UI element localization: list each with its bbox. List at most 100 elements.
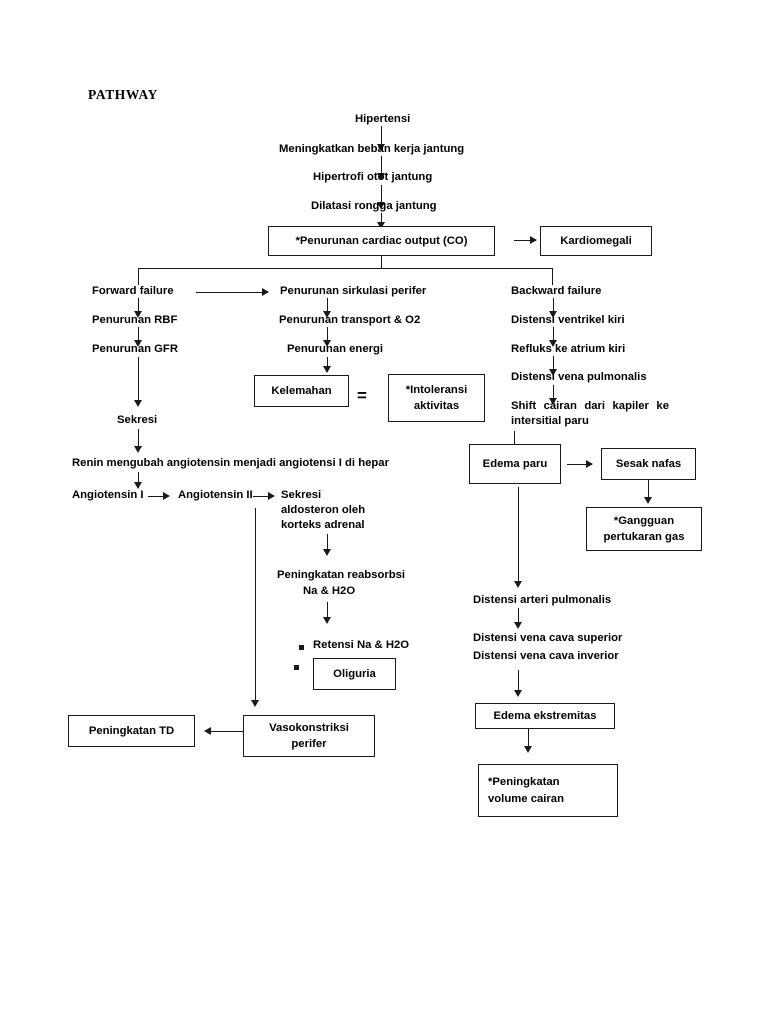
node-penurunan-sirkulasi-perifer: Penurunan sirkulasi perifer [280, 285, 427, 297]
node-penurunan-cardiac-output: *Penurunan cardiac output (CO) [268, 226, 495, 256]
connector-refluks-to-vena-pulmonalis [553, 356, 554, 373]
node-edema-ekstremitas: Edema ekstremitas [475, 703, 615, 729]
node-intoleransi-label: *Intoleransi aktivitas [405, 384, 468, 412]
connector-angiotensin2-to-sekresi-aldosteron [253, 496, 273, 497]
arrowhead-down [134, 446, 142, 453]
node-distensi-ventrikel-kiri: Distensi ventrikel kiri [511, 314, 625, 326]
node-penurunan-energi: Penurunan energi [287, 343, 384, 355]
connector-gfr-to-sekresi [138, 357, 139, 405]
node-sekresi-renin: Sekresi [117, 414, 158, 426]
node-kelemahan: Kelemahan [254, 375, 349, 407]
connector-shift-to-edema-paru [514, 431, 515, 445]
connector-co-stem [381, 256, 382, 269]
connector-angiotensin2-to-vasokonstriksi [255, 508, 256, 705]
node-retensi-na-h2o: Retensi Na & H2O [313, 639, 410, 651]
node-peningkatan-volume-label: *Peningkatan volume cairan [488, 775, 564, 805]
node-penurunan-rbf: Penurunan RBF [92, 314, 178, 326]
arrowhead-down [514, 581, 522, 588]
node-hipertrofi-otot-jantung: Hipertrofi otot jantung [313, 171, 433, 183]
arrowhead-right [268, 492, 275, 500]
node-distensi-vena-pulmonalis: Distensi vena pulmonalis [511, 371, 647, 383]
node-distensi-arteri-pulmonalis: Distensi arteri pulmonalis [473, 594, 612, 606]
connector-drop-forward-failure [138, 268, 139, 285]
connector-renin-to-angiotensin1 [138, 472, 139, 488]
node-kardiomegali: Kardiomegali [540, 226, 652, 256]
connector-reabsorbsi-to-retensi [327, 602, 328, 622]
node-shift-cairan-kapiler: Shift cairan dari kapiler ke intersitial… [511, 400, 669, 427]
connector-beban-to-hipertrofi [381, 156, 382, 178]
arrowhead-down [323, 549, 331, 556]
arrowhead-down [377, 222, 385, 229]
connector-drop-backward-failure [552, 268, 553, 285]
connector-vasokonstriksi-to-td [208, 731, 243, 732]
connector-dilatasi-to-co [381, 213, 382, 229]
arrowhead-right [530, 236, 537, 244]
node-meningkatkan-beban-kerja-jantung: Meningkatkan beban kerja jantung [279, 143, 465, 155]
connector-arteri-to-vena-cava [518, 608, 519, 627]
connector-vena-cava-to-edema-ekstremitas [518, 670, 519, 695]
arrowhead-down [549, 369, 557, 376]
connector-sekresi-to-renin [138, 429, 139, 451]
arrowhead-down [549, 340, 557, 347]
node-oliguria: Oliguria [313, 658, 396, 690]
node-renin-mengubah-angiotensin: Renin mengubah angiotensin menjadi angio… [72, 457, 389, 469]
connector-edema-paru-to-sesak-nafas [567, 464, 592, 465]
bullet-icon [294, 665, 299, 670]
arrowhead-down [251, 700, 259, 707]
node-penurunan-transport-o2: Penurunan transport & O2 [279, 314, 421, 326]
connector-transport-to-energi [327, 327, 328, 344]
arrowhead-down [134, 340, 142, 347]
node-gangguan-label: *Gangguan pertukaran gas [603, 515, 685, 543]
node-sesak-nafas: Sesak nafas [601, 448, 696, 480]
arrowhead-down [323, 617, 331, 624]
node-forward-failure: Forward failure [92, 285, 174, 297]
node-penurunan-gfr: Penurunan GFR [92, 343, 178, 355]
arrowhead-down [377, 173, 385, 180]
connector-angiotensin1-to-angiotensin2 [148, 496, 168, 497]
connector-sirkulasi-to-transport [327, 298, 328, 315]
node-backward-failure: Backward failure [511, 285, 602, 297]
arrowhead-down [323, 340, 331, 347]
arrowhead-left [204, 727, 211, 735]
node-peningkatan-reabsorbsi: Peningkatan reabsorbsi [277, 569, 406, 581]
node-angiotensin-i: Angiotensin I [72, 489, 144, 501]
connector-rbf-to-gfr [138, 327, 139, 344]
node-sekresi-aldosteron-korteks-adrenal: Sekresi aldosteron oleh korteks adrenal [281, 488, 411, 533]
node-vasokonstriksi-perifer: Vasokonstriksi perifer [243, 715, 375, 757]
arrowhead-down [377, 202, 385, 209]
arrowhead-down [377, 144, 385, 151]
node-peningkatan-volume-cairan: *Peningkatan volume cairan [478, 764, 618, 817]
arrowhead-down [549, 311, 557, 318]
connector-co-to-kardiomegali [514, 240, 536, 241]
node-sekresi-aldosteron-line1: Sekresi aldosteron oleh korteks adrenal [281, 489, 366, 531]
arrowhead-down [323, 366, 331, 373]
node-peningkatan-td: Peningkatan TD [68, 715, 195, 747]
connector-hipertensi-to-beban [381, 126, 382, 148]
arrowhead-down [134, 482, 142, 489]
arrowhead-down [644, 497, 652, 504]
connector-backward-to-ventrikel [553, 298, 554, 315]
arrowhead-right [163, 492, 170, 500]
page-title: PATHWAY [88, 87, 158, 102]
connector-aldosteron-to-reabsorbsi [327, 534, 328, 554]
connector-hipertrofi-to-dilatasi [381, 185, 382, 207]
arrowhead-down [549, 398, 557, 405]
node-gangguan-pertukaran-gas: *Gangguan pertukaran gas [586, 507, 702, 551]
connector-co-split-bar [138, 268, 553, 269]
connector-forward-to-sirkulasi [196, 292, 268, 293]
connector-ventrikel-to-refluks [553, 327, 554, 344]
connector-edema-ekstremitas-to-volume [528, 729, 529, 751]
connector-energi-to-kelemahan [327, 357, 328, 372]
arrowhead-down [514, 690, 522, 697]
arrowhead-right [586, 460, 593, 468]
arrowhead-down [524, 746, 532, 753]
connector-sesak-to-gangguan [648, 480, 649, 500]
node-vasokonstriksi-label: Vasokonstriksi perifer [269, 722, 349, 750]
node-intoleransi-aktivitas: *Intoleransi aktivitas [388, 374, 485, 422]
arrowhead-down [514, 622, 522, 629]
node-distensi-vena-cava-superior: Distensi vena cava superior [473, 632, 623, 644]
node-dilatasi-rongga-jantung: Dilatasi rongga jantung [311, 200, 437, 212]
node-edema-paru: Edema paru [469, 444, 561, 484]
node-refluks-ke-atrium-kiri: Refluks ke atrium kiri [511, 343, 626, 355]
